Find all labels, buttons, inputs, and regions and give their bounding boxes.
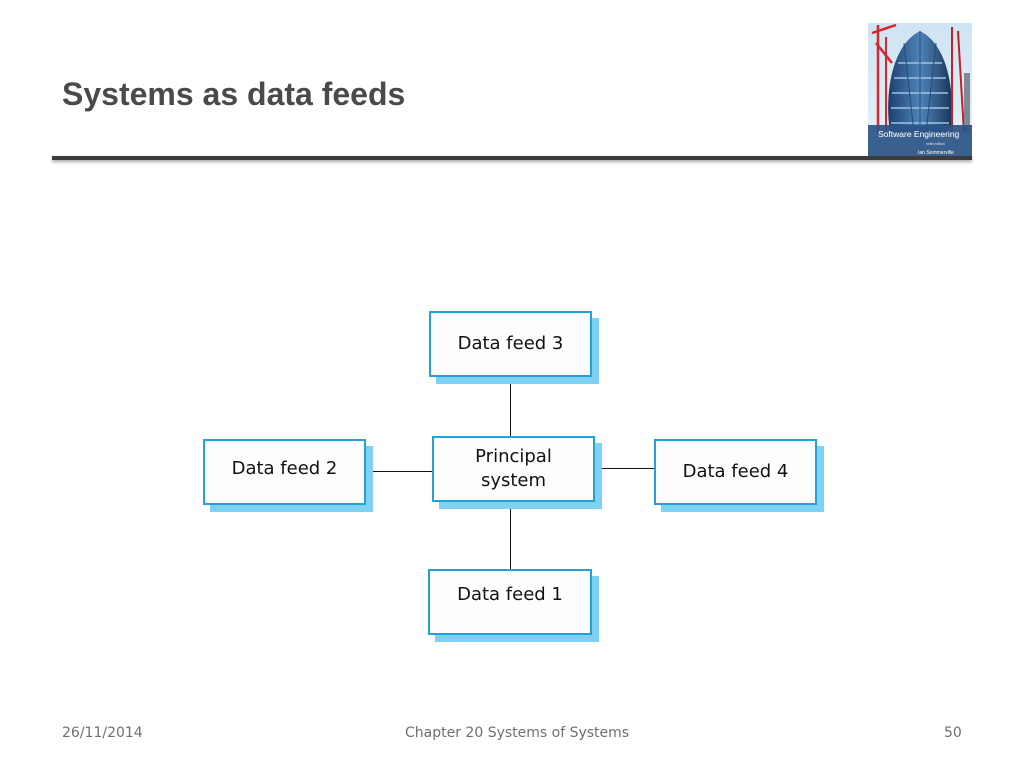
book-cover-image: Software Engineering ninth edition Ian S… — [868, 23, 972, 160]
book-cover-edition: ninth edition — [926, 142, 945, 146]
book-cover-author: Ian Sommerville — [918, 150, 954, 156]
book-cover-title: Software Engineering — [878, 129, 960, 139]
node-data-feed-4: Data feed 4 — [654, 439, 817, 505]
node-label: Data feed 3 — [457, 333, 564, 354]
node-label: Data feed 1 — [457, 584, 563, 605]
slide-title: Systems as data feeds — [62, 76, 406, 112]
connector-principal-feed1 — [510, 502, 511, 569]
title-divider — [52, 156, 972, 160]
node-data-feed-2: Data feed 2 — [203, 439, 366, 505]
node-data-feed-1: Data feed 1 — [428, 569, 592, 635]
connector-principal-feed4 — [594, 468, 656, 469]
footer-chapter: Chapter 20 Systems of Systems — [405, 725, 630, 741]
connector-principal-feed2 — [365, 471, 433, 472]
node-principal-system: Principal system — [432, 436, 595, 502]
node-label: Data feed 4 — [682, 461, 789, 482]
node-data-feed-3: Data feed 3 — [429, 311, 592, 377]
connector-principal-feed3 — [510, 376, 511, 437]
node-label: Principal system — [475, 446, 552, 491]
footer-date: 26/11/2014 — [62, 725, 143, 741]
node-label: Data feed 2 — [231, 458, 338, 479]
footer-page-number: 50 — [944, 725, 962, 741]
book-cover-art: Software Engineering ninth edition Ian S… — [868, 23, 972, 160]
